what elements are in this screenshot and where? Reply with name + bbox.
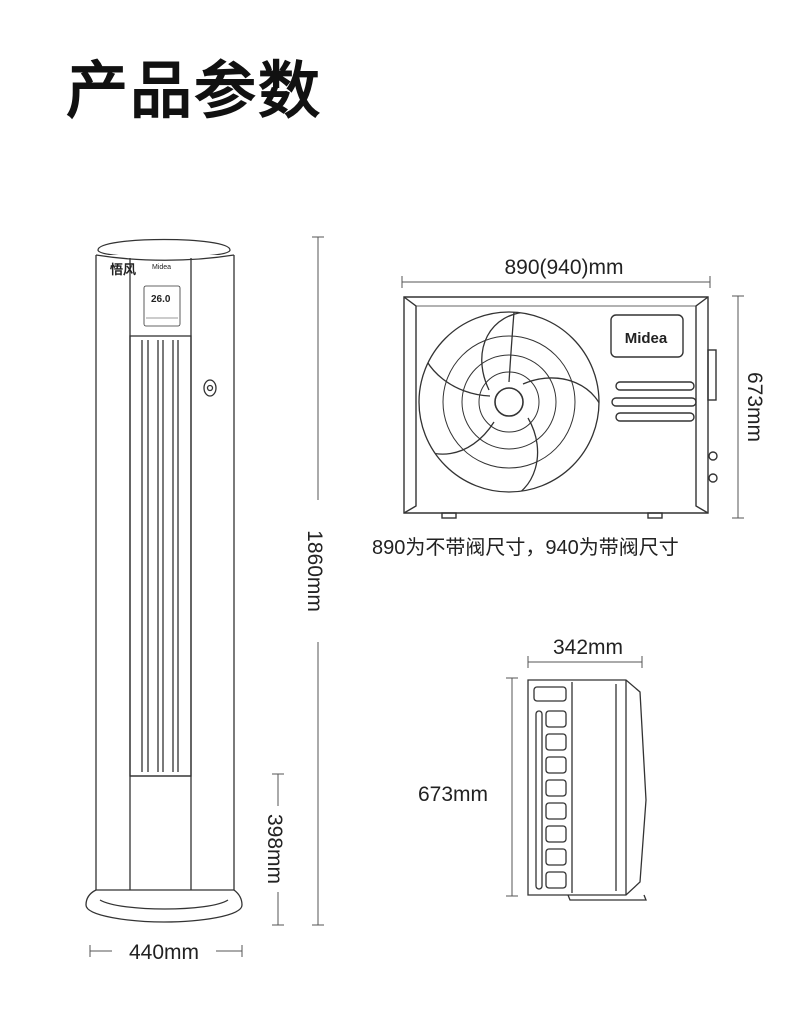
indoor-display-temp: 26.0 bbox=[151, 294, 171, 305]
outdoor-unit-side bbox=[527, 679, 647, 901]
side-depth-dimension bbox=[527, 656, 643, 668]
indoor-base bbox=[85, 889, 243, 923]
outdoor-width-dimension bbox=[401, 276, 711, 288]
indoor-height-label: 1860mm bbox=[303, 530, 326, 612]
indoor-body bbox=[95, 255, 235, 891]
outdoor-height-label: 673mm bbox=[743, 372, 766, 442]
vent-slot bbox=[611, 397, 697, 407]
side-height-dimension bbox=[506, 677, 518, 897]
indoor-width-label: 440mm bbox=[129, 941, 199, 964]
indoor-width-dimension bbox=[89, 945, 243, 957]
fan-grille bbox=[418, 311, 600, 493]
side-handle bbox=[533, 686, 567, 702]
base-height-label: 398mm bbox=[263, 814, 286, 884]
outdoor-logo-plate bbox=[610, 314, 684, 358]
indoor-display bbox=[143, 285, 181, 327]
base-height-dimension bbox=[272, 773, 284, 926]
page-title: 产品参数 bbox=[66, 54, 323, 127]
outdoor-width-label: 890(940)mm bbox=[504, 256, 623, 279]
outdoor-height-dimension bbox=[732, 295, 744, 519]
fan-hub bbox=[494, 387, 524, 417]
indoor-model-mark: 悟风 bbox=[110, 262, 136, 277]
side-height-label: 673mm bbox=[418, 783, 488, 806]
side-depth-label: 342mm bbox=[553, 636, 623, 659]
side-knob bbox=[203, 379, 217, 397]
indoor-top-cap bbox=[97, 238, 231, 259]
vent-slot bbox=[615, 412, 695, 422]
outdoor-brand-logo: Midea bbox=[625, 330, 668, 347]
indoor-height-dimension bbox=[312, 236, 324, 926]
outdoor-unit-front bbox=[403, 296, 718, 519]
vent-slot bbox=[615, 381, 695, 391]
valve-size-note: 890为不带阀尺寸，940为带阀尺寸 bbox=[372, 536, 679, 559]
indoor-brand-logo: Midea bbox=[152, 264, 171, 271]
indoor-unit bbox=[85, 238, 243, 923]
